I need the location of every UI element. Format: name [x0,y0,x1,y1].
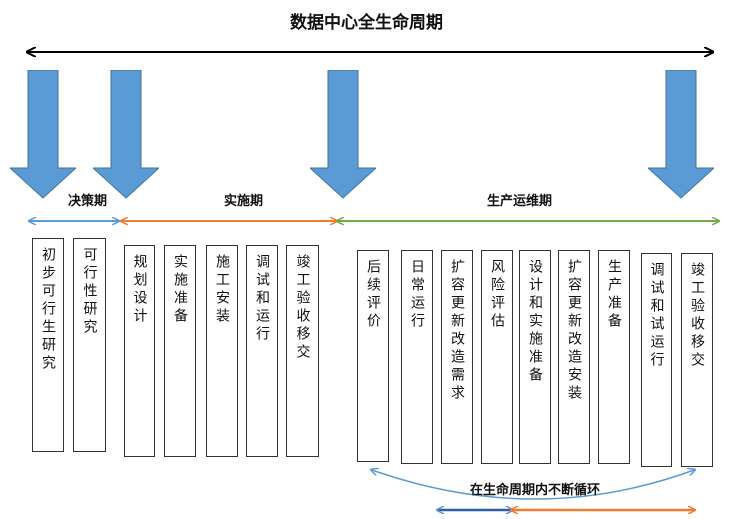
stage-label: 扩容更新改造安装 [566,259,582,403]
stage-box: 可行性研究 [73,238,106,452]
milestone-label: 项目立项 [141,102,156,162]
stage-box: 调试和试运行 [641,253,672,467]
phase-label-implementation: 实施期 [224,194,264,209]
stage-label: 生产准备 [606,259,622,331]
stage-label: 调试和运行 [254,254,270,344]
stage-label: 初步可行生研究 [40,247,56,373]
stage-label: 扩容更新改造需求 [449,259,465,403]
milestone-arrow-argument: 项目论证 [10,70,76,200]
stage-box: 扩容更新改造需求 [441,250,473,464]
stage-label: 后续评价 [365,259,381,331]
stage-box: 生产准备 [598,250,630,464]
phase-label-decision: 决策期 [68,194,108,209]
stage-label: 日常运行 [409,259,425,331]
milestone-label: 项目论证 [58,102,73,162]
milestone-label: 项目投产 [358,102,373,162]
stage-label: 调试和试运行 [648,262,665,370]
stage-box: 规划设计 [124,245,155,457]
stage-label: 实施准备 [172,254,188,326]
milestone-label: 项目废除 [696,102,711,162]
cycle-label: 在生命周期内不断循环 [470,483,601,498]
milestone-arrow-approval: 项目立项 [93,70,159,200]
stage-label: 施工安装 [214,254,230,326]
stage-label: 规划设计 [131,254,148,326]
stage-box: 竣工验收移交 [286,245,319,457]
stage-box: 竣工验收移交 [681,253,713,467]
stage-box: 扩容更新改造安装 [558,250,590,464]
diagram-title: 数据中心全生命周期 [290,13,443,33]
stage-box: 实施准备 [164,245,196,457]
stage-label: 竣工验收移交 [294,254,311,362]
stage-box: 设计和实施准备 [519,250,551,464]
stage-box: 日常运行 [401,250,433,464]
stage-box: 施工安装 [206,245,238,457]
stage-box: 调试和运行 [246,245,278,457]
milestone-arrow-production: 项目投产 [310,70,376,200]
phase-label-operation: 生产运维期 [487,194,553,209]
stage-label: 竣工验收移交 [689,262,705,370]
milestone-arrow-retirement: 项目废除 [648,70,714,200]
stage-box: 后续评价 [357,250,389,462]
stage-label: 设计和实施准备 [527,259,543,385]
stage-label: 可行性研究 [81,247,98,337]
stage-box: 初步可行生研究 [32,238,64,452]
stage-label: 风险评估 [489,259,505,331]
stage-box: 风险评估 [481,250,513,464]
cycle-curve [372,470,694,500]
